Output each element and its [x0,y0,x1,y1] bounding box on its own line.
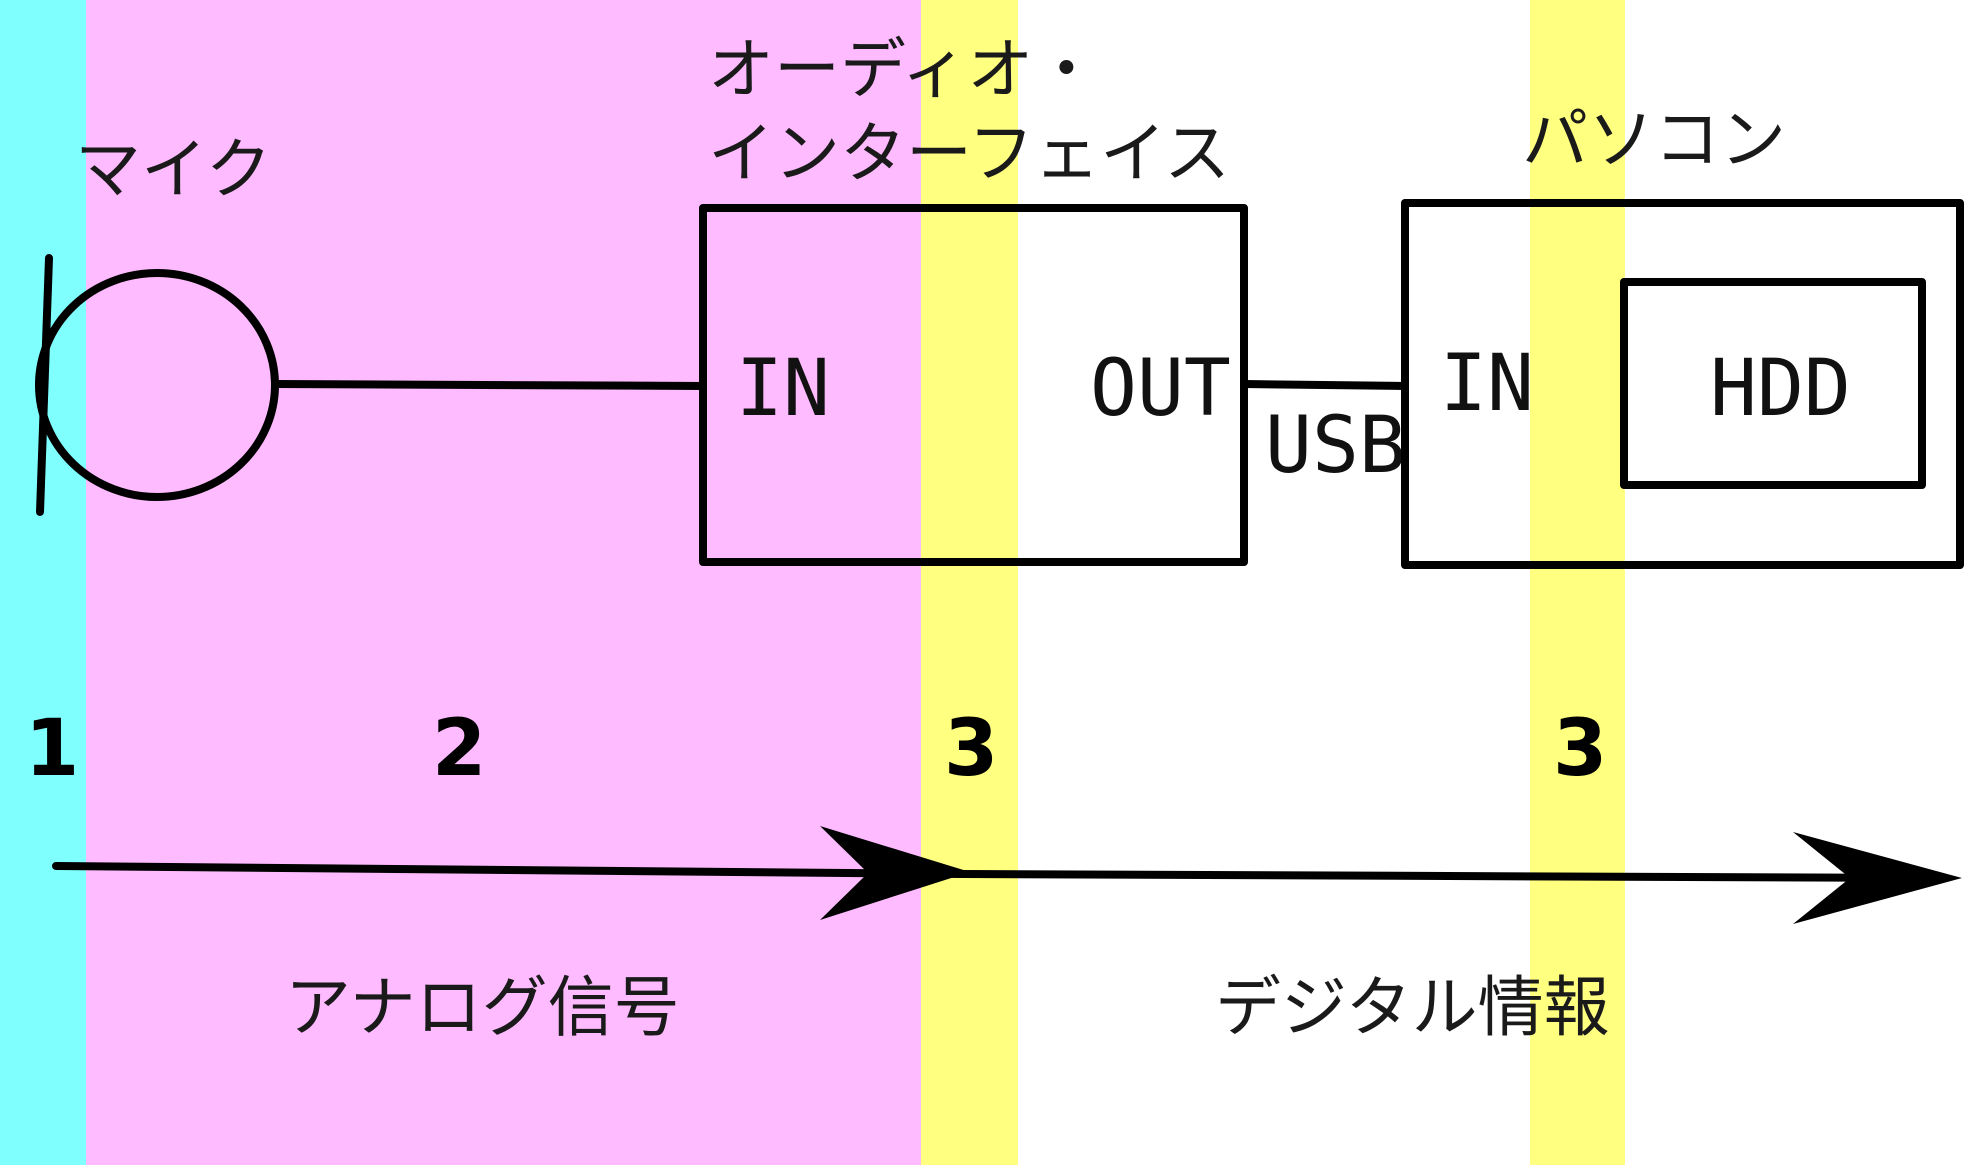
mic-label: マイク [75,131,272,208]
hdd-label: HDD [1710,344,1851,434]
interface-label-line2: インターフェイス [708,115,1230,192]
usb-cable [1240,380,1409,390]
zone-1-band [0,0,86,1165]
interface-label-line1: オーディオ・ [708,31,1099,108]
interface-out-port: OUT [1090,344,1231,434]
zone-3-band-interface [921,0,1018,1165]
pc-label: パソコン [1522,101,1786,178]
interface-in-port: IN [736,344,830,434]
analog-arrow [52,826,970,920]
zone-3-number-pc: 3 [1553,704,1607,794]
zone-1-number: 1 [25,704,79,794]
analog-signal-label: アナログ信号 [285,969,680,1046]
usb-label: USB [1265,401,1406,491]
zone-2-band [86,0,921,1165]
hdd-box [1620,278,1926,489]
zone-3-number-interface: 3 [944,704,998,794]
mic-cable [271,380,707,390]
pc-box [1401,199,1964,569]
pc-in-port: IN [1440,339,1534,429]
zone-3-band-pc [1530,0,1625,1165]
digital-arrow [958,832,1962,924]
zone-2-number: 2 [432,704,486,794]
digital-info-label: デジタル情報 [1215,969,1610,1046]
